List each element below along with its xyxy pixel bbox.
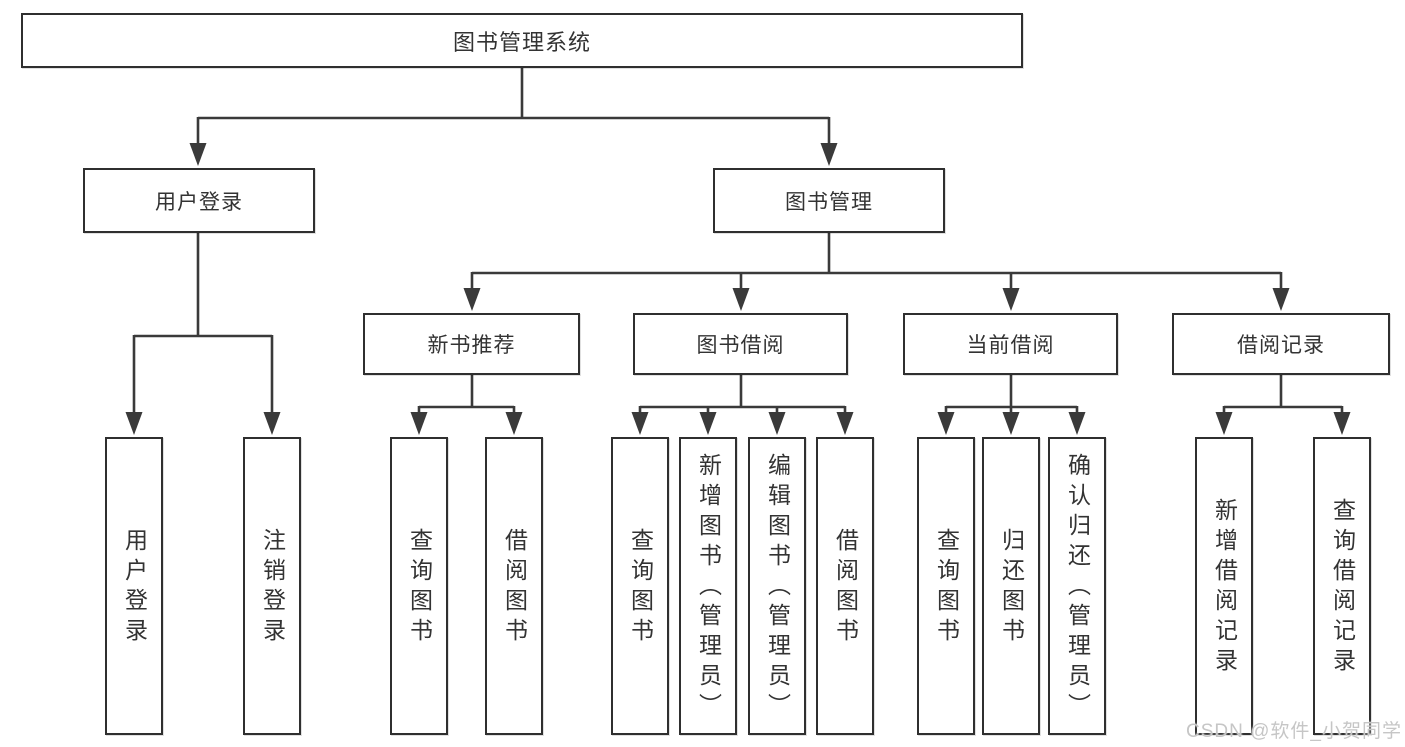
leaf-add-borrow-record: 新增借阅记录 [1195, 437, 1253, 735]
leaf-borrow-books-recommend: 借阅图书 [485, 437, 543, 735]
arrowhead-icon [820, 143, 838, 166]
arrowhead-icon [1002, 412, 1020, 435]
node-label: 图书借阅 [696, 334, 785, 357]
node-borrowing-records: 借阅记录 [1172, 313, 1390, 375]
arrowhead-icon [1068, 412, 1086, 435]
leaf-query-borrow-record: 查询借阅记录 [1313, 437, 1371, 735]
leaf-query-books-recommend: 查询图书 [390, 437, 448, 735]
arrowhead-icon [1272, 288, 1290, 311]
arrowhead-icon [699, 412, 717, 435]
arrowhead-icon [463, 288, 481, 311]
leaf-logout: 注销登录 [243, 437, 301, 735]
leaf-borrow-books-borrowing: 借阅图书 [816, 437, 874, 735]
node-book-management-branch: 图书管理 [713, 168, 945, 233]
leaf-confirm-return-admin: 确认归还（管理员） [1048, 437, 1106, 735]
leaf-query-books-borrowing: 查询图书 [611, 437, 669, 735]
node-label: 当前借阅 [966, 334, 1055, 357]
node-library-management-system: 图书管理系统 [21, 13, 1023, 68]
node-label: 用户登录 [155, 190, 243, 214]
node-label: 图书管理系统 [452, 29, 591, 55]
node-label: 新书推荐 [427, 334, 516, 357]
arrowhead-icon [263, 412, 281, 435]
arrowhead-icon [631, 412, 649, 435]
arrowhead-icon [410, 412, 428, 435]
arrowhead-icon [1333, 412, 1351, 435]
node-book-borrowing: 图书借阅 [633, 313, 848, 375]
arrowhead-icon [732, 288, 750, 311]
leaf-add-books-admin: 新增图书（管理员） [679, 437, 737, 735]
arrowhead-icon [1215, 412, 1233, 435]
leaf-user-login: 用户登录 [105, 437, 163, 735]
arrowhead-icon [836, 412, 854, 435]
arrowhead-icon [937, 412, 955, 435]
node-user-login-branch: 用户登录 [83, 168, 315, 233]
arrowhead-icon [125, 412, 143, 435]
csdn-watermark: CSDN @软件_小贺同学 [1186, 721, 1402, 742]
leaf-query-books-current: 查询图书 [917, 437, 975, 735]
arrowhead-icon [768, 412, 786, 435]
arrowhead-icon [505, 412, 523, 435]
leaf-edit-books-admin: 编辑图书（管理员） [748, 437, 806, 735]
arrowhead-icon [189, 143, 207, 166]
leaf-return-books: 归还图书 [982, 437, 1040, 735]
arrowhead-icon [1002, 288, 1020, 311]
node-label: 借阅记录 [1237, 334, 1325, 357]
node-label: 图书管理 [785, 190, 873, 214]
node-new-book-recommendation: 新书推荐 [363, 313, 580, 375]
node-current-borrowing: 当前借阅 [903, 313, 1118, 375]
